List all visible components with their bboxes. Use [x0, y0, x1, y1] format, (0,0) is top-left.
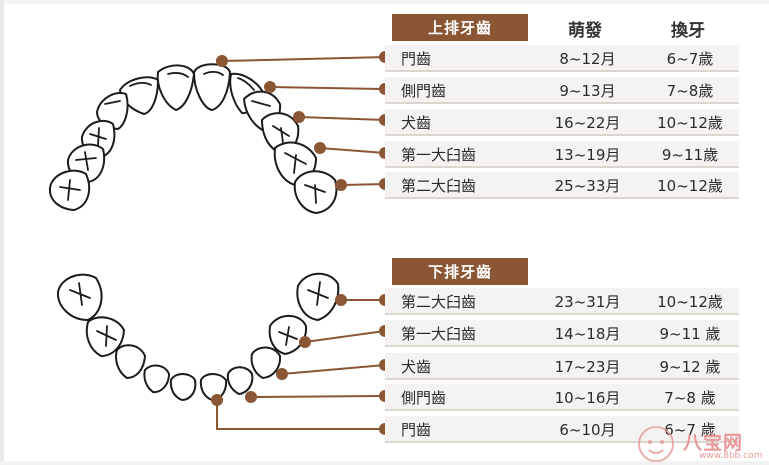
- table-row: 第二大臼齒 23~31月 10~12歲: [385, 288, 739, 315]
- lower-lateral-incisor-left: [143, 364, 170, 394]
- replacement-age: 9~11 歲: [659, 325, 721, 343]
- upper-incisor-right: [156, 64, 195, 111]
- eruption-age: 6~10月: [559, 421, 616, 439]
- eruption-age: 23~31月: [554, 293, 621, 311]
- replacement-age: 7~8 歲: [664, 389, 716, 407]
- lower-incisor-left: [169, 373, 197, 401]
- eruption-age: 25~33月: [554, 177, 621, 195]
- tooth-name: 門齒: [401, 421, 432, 439]
- table-row: 第二大臼齒 25~33月 10~12歲: [385, 172, 739, 199]
- table-row: 第一大臼齒 14~18月 9~11 歲: [385, 320, 739, 347]
- lower-incisor-right: [199, 373, 228, 401]
- replacement-age: 6~7 歲: [664, 421, 716, 439]
- replacement-age: 9~11歲: [661, 146, 719, 164]
- tooth-name: 第一大臼齒: [401, 146, 477, 164]
- eruption-age: 8~12月: [559, 50, 616, 68]
- tooth-name: 犬齒: [401, 358, 432, 376]
- tooth-name: 犬齒: [401, 114, 432, 132]
- eruption-header-upper: 萌發: [568, 21, 602, 41]
- tooth-name: 側門齒: [401, 389, 447, 407]
- replacement-age: 10~12歲: [657, 114, 723, 132]
- table-row: 門齒 8~12月 6~7歲: [385, 45, 739, 72]
- eruption-age: 14~18月: [554, 325, 621, 343]
- watermark-logo-icon: [638, 426, 674, 462]
- eruption-age: 16~22月: [554, 114, 621, 132]
- eruption-age: 9~13月: [559, 82, 616, 100]
- watermark-name: 八宝网: [683, 432, 744, 454]
- table-row: 犬齒 16~22月 10~12歲: [385, 109, 739, 136]
- tooth-name: 第二大臼齒: [401, 177, 477, 195]
- tooth-name: 第二大臼齒: [401, 293, 477, 311]
- tooth-name: 第一大臼齒: [401, 325, 477, 343]
- tooth-name: 門齒: [401, 50, 432, 68]
- frame-top: [0, 0, 769, 4]
- lower-canine-left: [115, 344, 146, 379]
- upper-teeth-title: 上排牙齒: [392, 14, 528, 41]
- table-row: 第一大臼齒 13~19月 9~11歲: [385, 141, 739, 168]
- eruption-age: 17~23月: [554, 358, 621, 376]
- replacement-age: 10~12歲: [657, 293, 723, 311]
- table-row: 犬齒 17~23月 9~12 歲: [385, 353, 739, 380]
- lower-molar2-left: [56, 273, 103, 321]
- lower-teeth-title: 下排牙齒: [392, 258, 528, 285]
- table-row: 側門齒 9~13月 7~8歲: [385, 77, 739, 104]
- replacement-header-upper: 換牙: [671, 21, 705, 41]
- replacement-age: 9~12 歲: [659, 358, 721, 376]
- watermark-url: www.8bb.com: [699, 451, 763, 461]
- table-row: 門齒 6~10月 6~7 歲: [385, 416, 739, 443]
- replacement-age: 10~12歲: [657, 177, 723, 195]
- eruption-age: 10~16月: [554, 389, 621, 407]
- lower-lateral-incisor-right: [226, 366, 254, 395]
- frame-left: [0, 0, 4, 465]
- lower-canine-right: [250, 346, 282, 379]
- replacement-age: 7~8歲: [666, 82, 714, 100]
- table-row: 側門齒 10~16月 7~8 歲: [385, 384, 739, 411]
- eruption-age: 13~19月: [554, 146, 621, 164]
- upper-incisor-left: [193, 63, 231, 111]
- frame-bottom: [0, 461, 769, 465]
- replacement-age: 6~7歲: [666, 50, 714, 68]
- tooth-name: 側門齒: [401, 82, 447, 100]
